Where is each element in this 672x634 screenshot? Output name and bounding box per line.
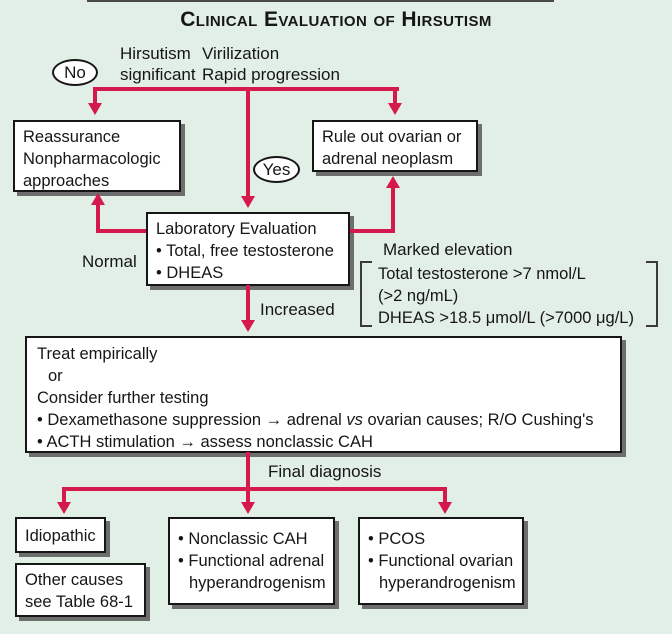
connector-elevation-horizontal [350,229,395,233]
label-normal: Normal [82,252,137,271]
arrowhead-to-idiopathic [57,502,71,514]
no-label: No [64,62,86,82]
arrowhead-to-pcos [438,502,452,514]
box-other-causes: Other causes see Table 68-1 [15,563,146,617]
label-hirsutism-significant: Hirsutism significant [120,44,196,84]
bracket-left [360,261,372,327]
connector-right-drop [393,87,397,105]
label-marked-elevation: Marked elevation [383,240,513,259]
connector-normal-horizontal [96,229,146,233]
box-pcos: • PCOS • Functional ovarian hyperandroge… [358,517,524,605]
box-laboratory-evaluation: Laboratory Evaluation • Total, free test… [146,212,350,286]
box-nonclassic-cah: • Nonclassic CAH • Functional adrenal hy… [168,517,335,605]
arrowhead-to-cah [241,502,255,514]
arrowhead-to-reassurance [88,103,102,115]
arrowhead-to-treat [241,320,255,332]
connector-final-left-drop [62,487,66,504]
label-final-diagnosis: Final diagnosis [268,462,382,481]
treat-bullet-acth: • ACTH stimulation → assess nonclassic C… [37,433,373,451]
bracket-right [646,261,658,327]
connector-left-drop [93,87,97,105]
no-oval: No [52,59,98,86]
criteria-text: Total testosterone >7 nmol/L (>2 ng/mL) … [378,265,634,327]
connector-increased-vertical [246,285,250,321]
arrowhead-up-to-reassurance [91,193,105,205]
connector-center-drop [246,87,250,197]
box-treat-empirically: Treat empirically or Consider further te… [25,336,622,453]
arrowhead-up-to-neoplasm [386,176,400,188]
connector-final-center-drop [246,487,250,504]
figure-top-rule [87,0,554,2]
yes-oval: Yes [253,156,300,183]
box-rule-out-neoplasm: Rule out ovarian or adrenal neoplasm [312,120,478,172]
yes-label: Yes [262,159,291,179]
page-title: Clinical Evaluation of Hirsutism [180,8,492,31]
connector-final-right-drop [443,487,447,504]
arrowhead-to-neoplasm [388,103,402,115]
connector-normal-vertical [96,204,100,233]
treat-bullet-dexamethasone: • Dexamethasone suppression → adrenal vs… [37,411,594,429]
box-reassurance: Reassurance Nonpharmacologic approaches [13,120,181,192]
connector-final-horizontal [62,487,447,491]
connector-elevation-vertical [391,187,395,233]
arrowhead-to-lab [241,196,255,208]
label-virilization-progression: Virilization Rapid progression [202,44,340,84]
label-increased: Increased [260,300,335,319]
box-idiopathic: Idiopathic [15,517,106,553]
connector-final-vertical [246,452,250,490]
